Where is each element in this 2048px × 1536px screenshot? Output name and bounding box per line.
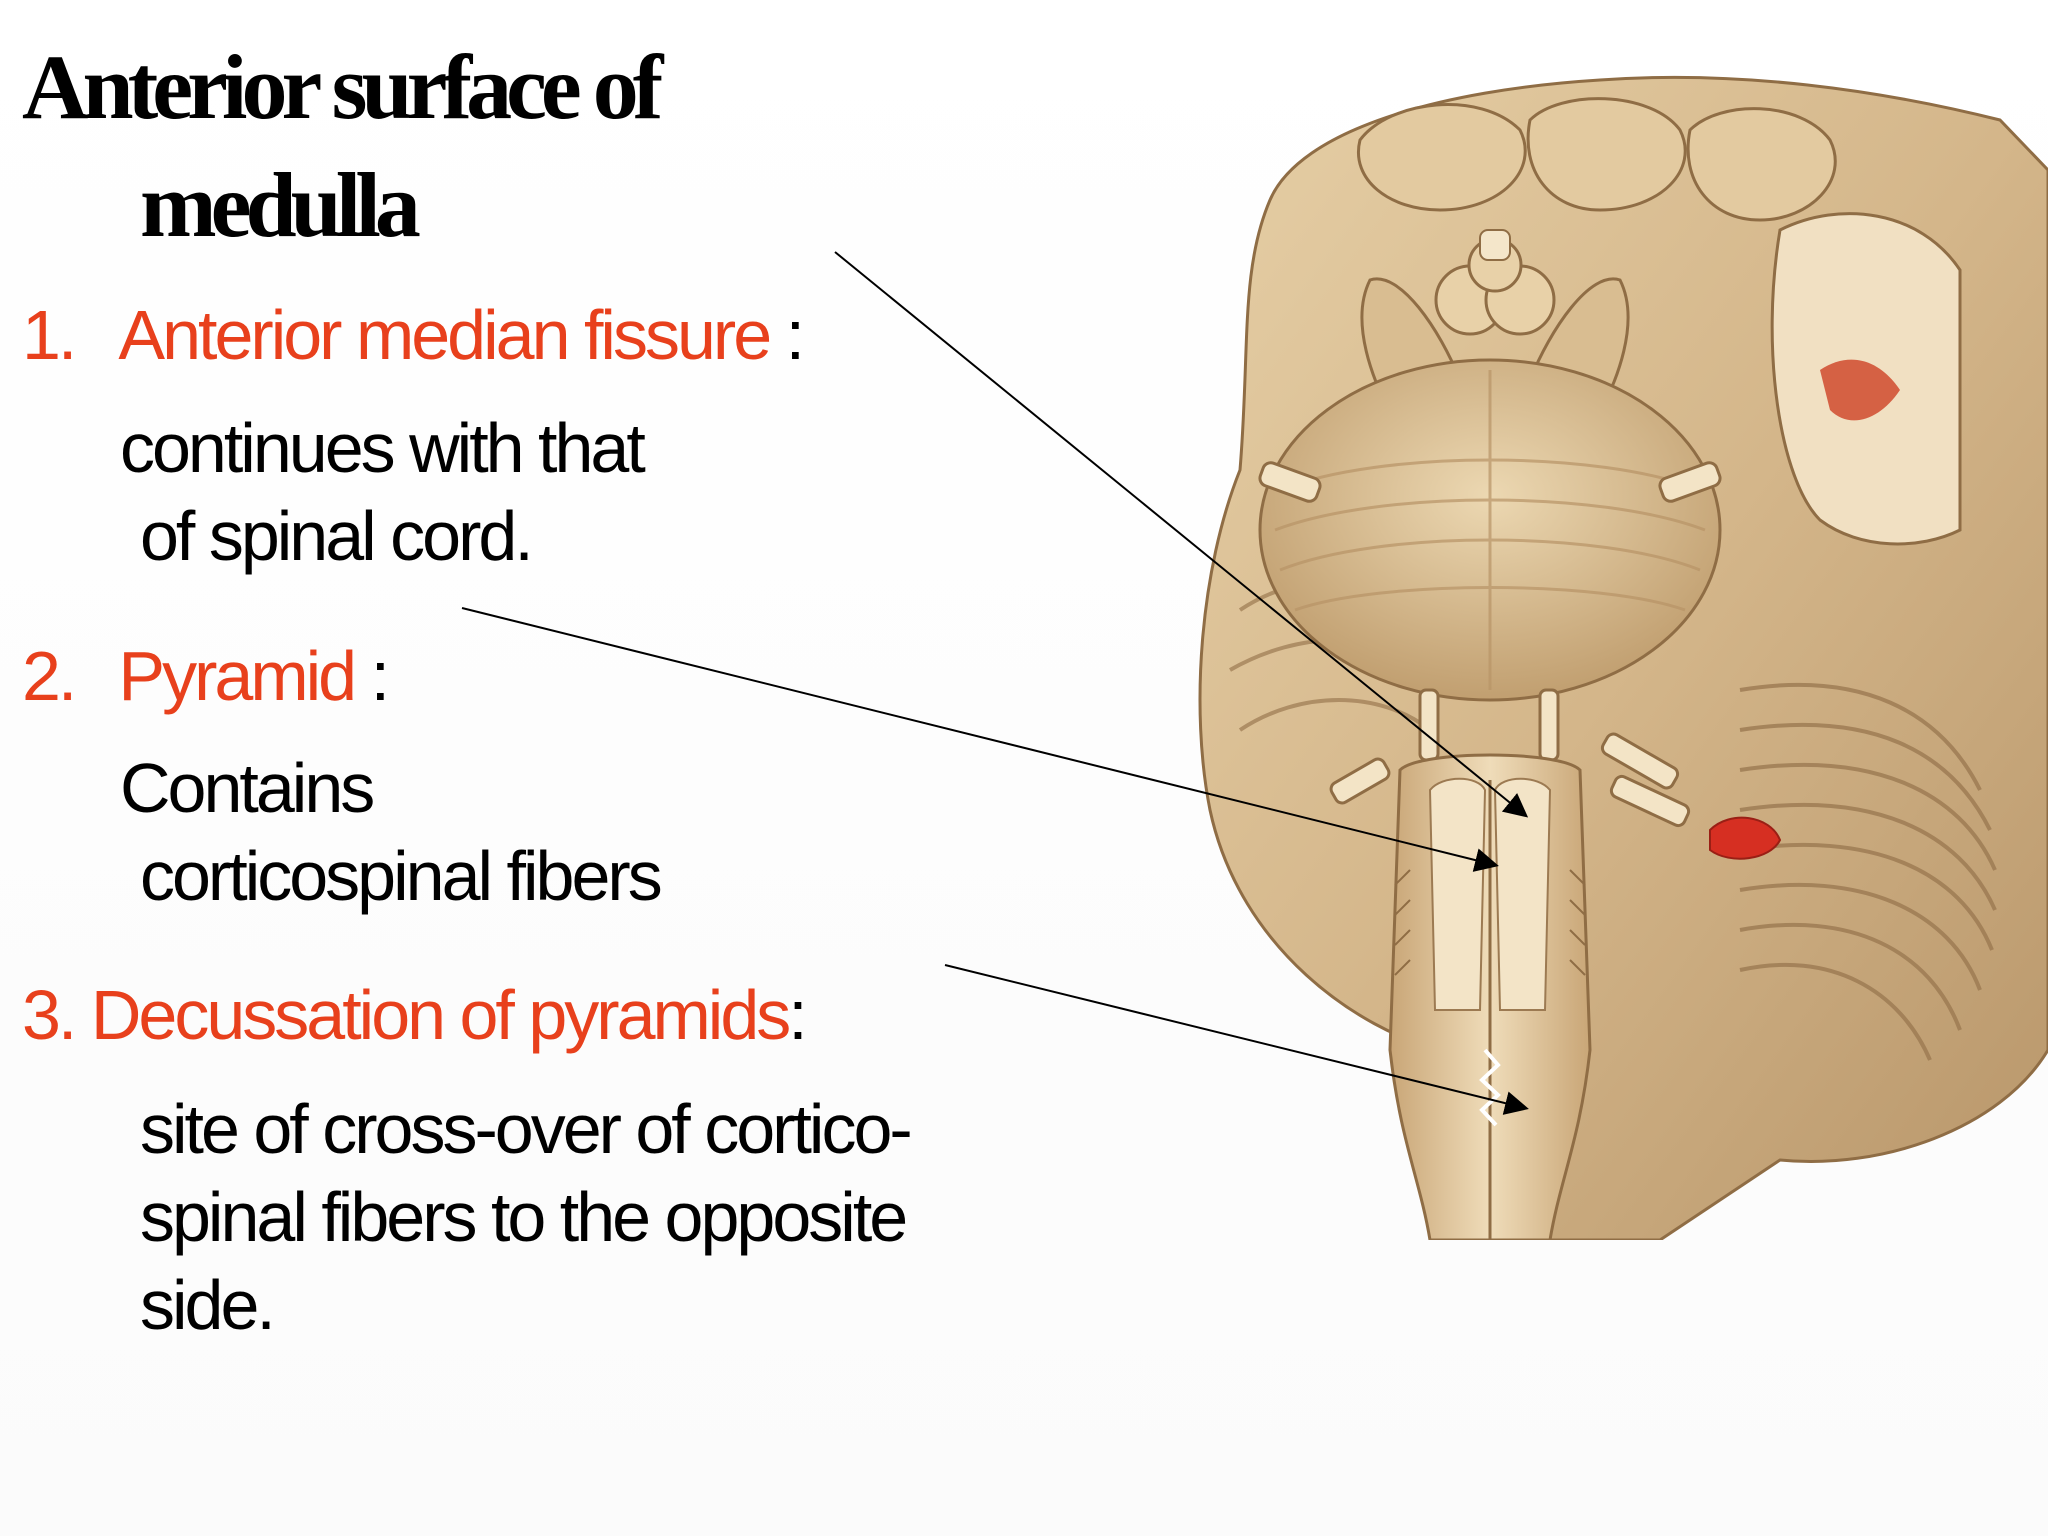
title-line-1: Anterior surface of [22,36,663,138]
title-line-2: medulla [140,154,421,256]
item-colon: : [769,296,805,374]
item-decussation: 3. Decussation of pyramids: [22,975,808,1055]
item-description-2: Contains corticospinal fibers [120,744,663,920]
item-description-3: site of cross-over of cortico- spinal fi… [140,1085,913,1349]
desc-line: spinal fibers to the opposite [140,1178,908,1256]
item-colon: : [354,637,390,715]
brainstem-illustration [1198,75,2048,1240]
desc-line: corticospinal fibers [140,837,663,915]
item-number: 2. [22,637,77,715]
item-label: Pyramid [118,637,357,715]
item-colon: : [788,976,808,1054]
item-label: Decussation of pyramids [90,976,791,1054]
item-description-1: continues with that of spinal cord. [120,404,646,580]
desc-line: site of cross-over of cortico- [140,1090,913,1168]
item-anterior-median-fissure: 1. Anterior median fissure : [22,295,805,375]
slide-title: Anterior surface of medulla [22,28,663,264]
item-label: Anterior median fissure [118,296,772,374]
item-number: 3. [22,976,77,1054]
desc-line: of spinal cord. [140,497,534,575]
item-pyramid: 2. Pyramid : [22,636,390,716]
item-number: 1. [22,296,77,374]
desc-line: Contains [120,749,375,827]
desc-line: continues with that [120,409,646,487]
desc-line: side. [140,1266,276,1344]
